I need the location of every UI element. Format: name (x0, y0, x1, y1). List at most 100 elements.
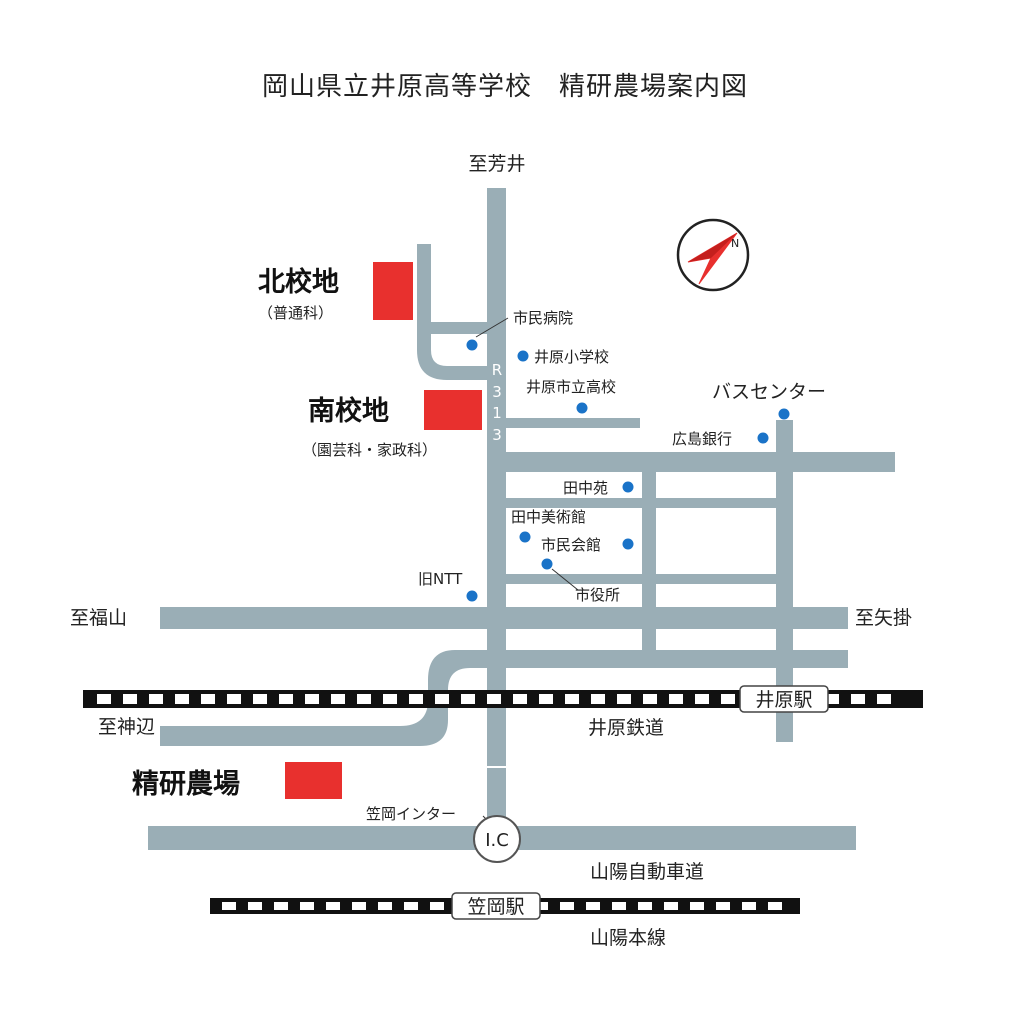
north-campus-name: 北校地 (258, 266, 339, 298)
hospital-access-road (431, 322, 487, 334)
rail-tie (435, 694, 449, 704)
rail-tie (123, 694, 137, 704)
rail-tie (643, 694, 657, 704)
rail-tie (331, 694, 345, 704)
rail-tie (279, 694, 293, 704)
route-313-road (487, 188, 506, 766)
rail-tie (877, 694, 891, 704)
rail-tie (851, 694, 865, 704)
rail-tie (378, 902, 392, 910)
rail-tie (586, 902, 600, 910)
rail-tie (383, 694, 397, 704)
rail-tie (175, 694, 189, 704)
rail-tie (768, 902, 782, 910)
rail-tie (617, 694, 631, 704)
road-network (148, 188, 895, 850)
city-high-road (506, 418, 640, 428)
south-campus-name: 南校地 (308, 395, 389, 427)
bank-marker (757, 432, 769, 444)
dest-east: 至矢掛 (855, 607, 912, 629)
kasaoka-station-label: 笠岡駅 (467, 896, 524, 918)
museum-marker (519, 531, 531, 543)
museum-label: 田中美術館 (511, 508, 586, 526)
rail-tie (664, 902, 678, 910)
fukuyama-yakage-road (160, 607, 848, 629)
old-ntt-label: 旧NTT (418, 570, 463, 588)
sanyo-line-label: 山陽本線 (590, 927, 666, 949)
dest-southwest: 至神辺 (98, 716, 155, 738)
grid-road-3 (506, 574, 776, 584)
rail-tie (695, 694, 709, 704)
route-char-3b: 3 (492, 426, 502, 444)
ibara-station-box (739, 685, 829, 713)
city-office-label: 市役所 (575, 586, 620, 604)
hospital-label: 市民病院 (513, 309, 573, 327)
rail-tie (227, 694, 241, 704)
rail-tie (742, 902, 756, 910)
dest-north: 至芳井 (468, 153, 525, 175)
rail-tie (721, 694, 735, 704)
interchange-label: 笠岡インター (366, 805, 456, 823)
north-campus-block (373, 262, 413, 320)
page-title: 岡山県立井原高等学校 精研農場案内図 (262, 72, 748, 102)
rail-tie (201, 694, 215, 704)
kannabe-road (160, 650, 506, 746)
route-313-road-south (487, 768, 506, 828)
rail-tie (149, 694, 163, 704)
civic-hall-marker (622, 538, 634, 550)
south-grid-road (487, 650, 848, 668)
grid-road-vertical-a (642, 472, 656, 650)
rail-tie (461, 694, 475, 704)
rail-tie (560, 902, 574, 910)
ic-badge (473, 815, 521, 863)
east-main-road (487, 452, 895, 472)
kasaoka-station-box (451, 892, 541, 920)
farm-name: 精研農場 (132, 769, 240, 800)
rail-tie (716, 902, 730, 910)
bus-center-marker (778, 408, 790, 420)
rail-tie (222, 902, 236, 910)
rail-tie (612, 902, 626, 910)
rail-tie (690, 902, 704, 910)
rail-tie (253, 694, 267, 704)
rail-tie (825, 694, 839, 704)
hospital-marker (466, 339, 478, 351)
grid-road-1 (506, 498, 646, 508)
rail-tie (305, 694, 319, 704)
compass-north-letter: N (731, 237, 739, 250)
rail-tie (300, 902, 314, 910)
rail-tie (404, 902, 418, 910)
expressway-label: 山陽自動車道 (590, 861, 704, 883)
grid-road-2 (656, 498, 776, 508)
south-campus-block (424, 390, 482, 430)
route-313-label: R 3 1 3 (492, 361, 502, 444)
bus-center-label: バスセンター (712, 381, 826, 403)
rail-tie (565, 694, 579, 704)
rail-tie (591, 694, 605, 704)
city-office-marker (541, 558, 553, 570)
elementary-marker (517, 350, 529, 362)
rail-tie (409, 694, 423, 704)
bank-label: 広島銀行 (672, 430, 732, 448)
south-campus-sub: （園芸科・家政科） (302, 441, 437, 459)
tanakaen-marker (622, 481, 634, 493)
dest-west: 至福山 (70, 607, 127, 629)
north-campus-road (417, 244, 431, 339)
rail-tie (513, 694, 527, 704)
rail-tie (534, 902, 548, 910)
city-high-label: 井原市立高校 (526, 378, 616, 396)
ibara-station-label: 井原駅 (755, 689, 812, 711)
rail-tie (357, 694, 371, 704)
rail-tie (326, 902, 340, 910)
rail-tie (669, 694, 683, 704)
rail-tie (638, 902, 652, 910)
route-char-1: 1 (492, 404, 502, 422)
rail-tie (97, 694, 111, 704)
rail-tie (430, 902, 444, 910)
farm-block (285, 762, 342, 799)
route-char-3a: 3 (492, 383, 502, 401)
civic-hall-label: 市民会館 (541, 536, 601, 554)
rail-tie (487, 694, 501, 704)
old-ntt-marker (466, 590, 478, 602)
